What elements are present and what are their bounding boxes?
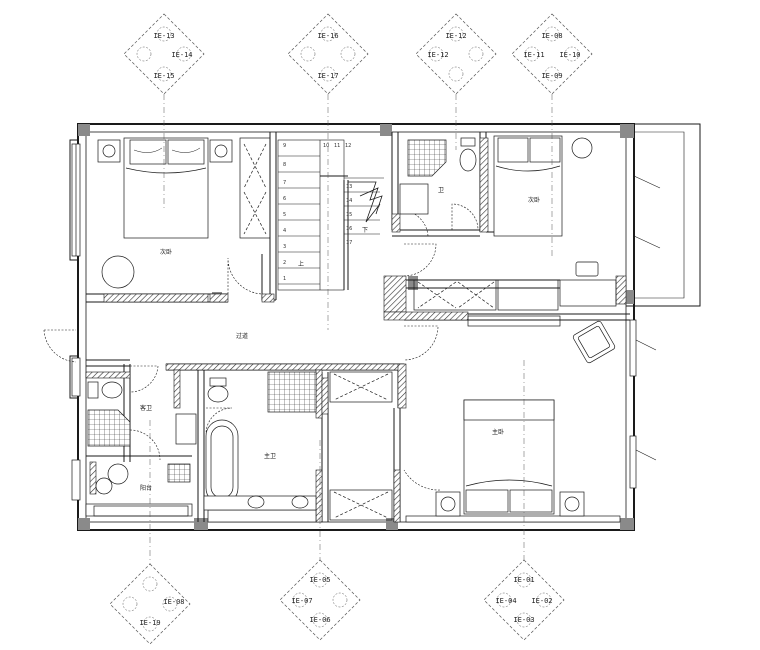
room-label-balcony: 阳台 (140, 484, 152, 492)
bed-master (435, 320, 616, 517)
marker-label: IE-09 (541, 72, 562, 80)
room-label-bedroom-nw: 次卧 (160, 248, 172, 256)
elevation-marker-bottom-3: IE-01 IE-04 IE-02 IE-03 (483, 559, 565, 641)
bed-nw (97, 137, 233, 289)
marker-label: IE-06 (309, 616, 330, 624)
stair-down-label: 下 (362, 227, 368, 234)
stair-step-11: 11 (334, 143, 340, 149)
elevation-reference-lines (149, 94, 553, 572)
windows (71, 143, 637, 523)
stair-step-12: 12 (345, 143, 351, 149)
stair-step-3: 3 (283, 244, 286, 250)
marker-label: IE-03 (513, 616, 534, 624)
wardrobes (93, 137, 617, 521)
elevation-marker-top-1: IE-13 IE-14 IE-15 (123, 13, 205, 95)
marker-label: IE-11 (523, 51, 544, 59)
elevation-marker-bottom-1: IE-08 IE-19 (109, 563, 191, 645)
room-label-master-bedroom: 主卧 (492, 428, 504, 436)
stair-up-label: 上 (298, 260, 304, 268)
stair-step-numbers: 9 8 7 6 5 4 3 2 1 10 11 12 13 14 15 16 1… (283, 143, 368, 282)
staircase (277, 139, 384, 291)
stair-step-2: 2 (283, 260, 286, 266)
stair-step-8: 8 (283, 162, 286, 168)
room-label-bath-n: 卫 (438, 187, 444, 194)
marker-label: IE-13 (153, 32, 174, 40)
hatched-walls (85, 137, 627, 523)
room-labels: 次卧 次卧 卫 过道 客卫 阳台 主卫 主卧 (140, 187, 540, 492)
marker-label: IE-15 (153, 72, 174, 80)
bed-ne (493, 135, 599, 277)
stair-step-14: 14 (346, 198, 352, 204)
elevation-marker-top-2: IE-16 IE-17 (287, 13, 369, 95)
marker-label: IE-01 (513, 576, 534, 584)
room-label-corridor: 过道 (236, 332, 248, 340)
marker-label: IE-12 (445, 32, 466, 40)
elevation-marker-top-3: IE-12 IE-12 (415, 13, 497, 95)
bathroom-fixtures (87, 137, 477, 511)
marker-label: IE-19 (139, 619, 160, 627)
stair-step-9: 9 (283, 143, 286, 149)
marker-label: IE-16 (317, 32, 338, 40)
marker-label: IE-14 (171, 51, 192, 59)
elevation-marker-top-4: IE-08 IE-11 IE-10 IE-09 (511, 13, 593, 95)
stair-step-15: 15 (346, 212, 352, 218)
stair-step-13: 13 (346, 184, 352, 190)
marker-label: IE-12 (427, 51, 448, 59)
doors (43, 175, 661, 491)
stair-step-4: 4 (283, 228, 286, 234)
stair-step-16: 16 (346, 226, 352, 232)
room-label-bedroom-ne: 次卧 (528, 196, 540, 204)
marker-label: IE-05 (309, 576, 330, 584)
marker-label: IE-04 (495, 597, 516, 605)
elevation-marker-bottom-2: IE-05 IE-07 IE-06 (279, 559, 361, 641)
stair-step-7: 7 (283, 180, 286, 186)
marker-label: IE-07 (291, 597, 312, 605)
stair-step-10: 10 (323, 143, 329, 149)
marker-label: IE-02 (531, 597, 552, 605)
room-label-guest-bath: 客卫 (140, 404, 152, 412)
marker-label: IE-08 (541, 32, 562, 40)
stair-step-5: 5 (283, 212, 286, 218)
marker-label: IE-10 (559, 51, 580, 59)
marker-label: IE-17 (317, 72, 338, 80)
stair-step-6: 6 (283, 196, 286, 202)
marker-label: IE-08 (163, 598, 184, 606)
stair-step-1: 1 (283, 276, 286, 282)
room-label-main-bath: 主卫 (264, 452, 276, 460)
stair-step-17: 17 (346, 240, 352, 246)
